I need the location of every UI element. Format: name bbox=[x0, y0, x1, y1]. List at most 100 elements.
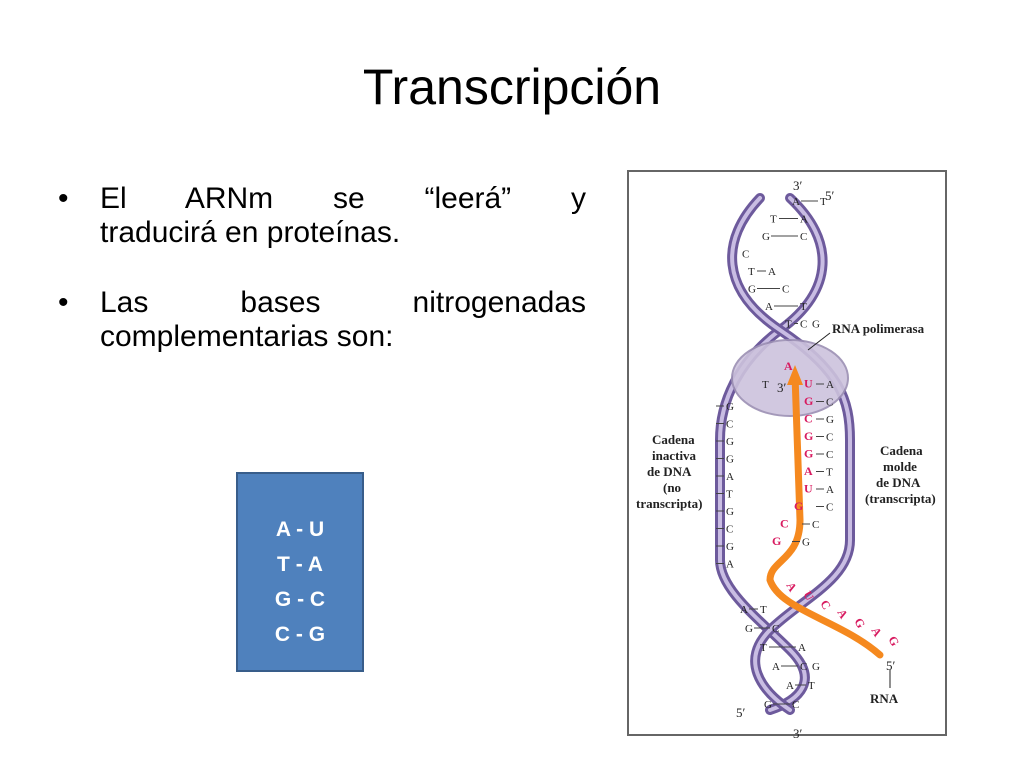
top-3prime-label: 3′ bbox=[793, 178, 803, 193]
rna-base-letter: G bbox=[885, 634, 902, 649]
rna-3prime-label: 3′ bbox=[777, 380, 787, 395]
base-letter: C bbox=[792, 699, 799, 711]
base-letter: A bbox=[798, 642, 806, 654]
base-letter: A bbox=[792, 196, 800, 208]
base-letter: G bbox=[826, 414, 834, 426]
bullet-text-line: complementarias son: bbox=[100, 320, 394, 353]
dna-strand-b-highlight bbox=[730, 196, 852, 712]
base-letter: A bbox=[726, 559, 734, 571]
bullet-item: • Las bases nitrogenadas complementarias… bbox=[58, 286, 586, 354]
rna-label: RNA bbox=[870, 691, 899, 706]
rna-base-letter: A bbox=[783, 580, 800, 595]
rna-base-letter: G bbox=[851, 616, 868, 631]
inactive-strand-label-line: Cadena bbox=[652, 432, 695, 447]
inactive-strand-label-line: (no bbox=[663, 480, 681, 495]
bullet-dot-icon: • bbox=[58, 286, 69, 319]
inactive-strand-label-line: inactiva bbox=[652, 448, 697, 463]
base-letter: A bbox=[826, 484, 834, 496]
rna-base-letter: C bbox=[780, 517, 789, 531]
base-letter: A bbox=[826, 379, 834, 391]
rna-base-letter: C bbox=[817, 598, 833, 613]
inactive-strand-label-line: transcripta) bbox=[636, 496, 702, 511]
base-letter: T bbox=[760, 642, 767, 654]
base-letter: G bbox=[762, 231, 770, 243]
base-pair: G - C bbox=[274, 588, 326, 611]
slide-title: Transcripción bbox=[362, 59, 662, 115]
base-letter: T bbox=[826, 467, 833, 479]
rna-base-letter: C bbox=[804, 412, 813, 426]
base-letter: T bbox=[748, 266, 755, 278]
dna-strand-a-highlight bbox=[718, 196, 825, 712]
base-letter: C bbox=[726, 524, 733, 536]
bullet-dot-icon: • bbox=[58, 182, 69, 215]
top-5prime-label: 5′ bbox=[825, 188, 835, 203]
base-letter: C bbox=[800, 319, 807, 331]
base-pair: T - A bbox=[277, 553, 323, 576]
rna-arrowhead bbox=[787, 365, 803, 385]
rna-base-letter: A bbox=[868, 625, 885, 640]
base-letter: T bbox=[785, 319, 792, 331]
base-pair: A - U bbox=[275, 518, 325, 541]
rna-base-letter: U bbox=[804, 377, 813, 391]
base-letter: A bbox=[768, 266, 776, 278]
template-strand-label-line: molde bbox=[883, 459, 917, 474]
base-letter: A bbox=[765, 301, 773, 313]
rna-base-letter: G bbox=[772, 534, 781, 548]
base-letter: G bbox=[748, 284, 756, 296]
base-letter: G bbox=[745, 623, 753, 635]
rna-polymerase-label: RNA polimerasa bbox=[832, 321, 925, 336]
base-letter: T bbox=[762, 379, 769, 391]
base-letter: T bbox=[760, 604, 767, 616]
template-strand-label-line: (transcripta) bbox=[865, 491, 936, 506]
base-letter: G bbox=[726, 506, 734, 518]
base-pair: C - G bbox=[274, 623, 326, 646]
rna-base-letter: G bbox=[804, 447, 813, 461]
base-letter: G bbox=[726, 454, 734, 466]
base-letter: C bbox=[826, 432, 833, 444]
base-letter: C bbox=[772, 623, 779, 635]
base-letter: A bbox=[740, 604, 748, 616]
rna-base-letter: A bbox=[804, 464, 813, 478]
inactive-strand-label-line: de DNA bbox=[647, 464, 692, 479]
base-letter: T bbox=[820, 196, 827, 208]
base-letter: C bbox=[782, 284, 789, 296]
base-letter: G bbox=[764, 699, 772, 711]
base-letter: C bbox=[742, 249, 749, 261]
base-letter: A bbox=[800, 214, 808, 226]
base-letter: T bbox=[770, 214, 777, 226]
base-letter: C bbox=[826, 502, 833, 514]
base-letter: C bbox=[826, 397, 833, 409]
base-letter: T bbox=[800, 301, 807, 313]
base-letter: G bbox=[802, 537, 810, 549]
bullet-list: • El ARNm se “leerá” y traducirá en prot… bbox=[58, 182, 586, 390]
base-letter: G bbox=[726, 436, 734, 448]
rna-5prime-label: 5′ bbox=[886, 658, 896, 673]
base-letter: G bbox=[812, 661, 820, 673]
rna-base-letter: U bbox=[804, 482, 813, 496]
base-letter: C bbox=[726, 419, 733, 431]
base-letter: G bbox=[726, 401, 734, 413]
base-letter: G bbox=[726, 541, 734, 553]
base-pairs-box: A - U T - A G - C C - G bbox=[236, 472, 364, 672]
rna-base-letter: G bbox=[804, 429, 813, 443]
bullet-text-line: El ARNm se “leerá” y bbox=[100, 182, 586, 215]
bottom-3prime-label: 3′ bbox=[793, 726, 803, 741]
bottom-5prime-label: 5′ bbox=[736, 705, 746, 720]
base-letter: A bbox=[772, 661, 780, 673]
rna-base-letter: G bbox=[804, 394, 813, 408]
rna-base-letter: G bbox=[794, 499, 803, 513]
base-letter: C bbox=[800, 231, 807, 243]
bullet-text-line: traducirá en proteínas. bbox=[100, 216, 401, 249]
polymerase-pointer bbox=[807, 332, 831, 351]
base-letter: A bbox=[786, 680, 794, 692]
base-letter: G bbox=[812, 319, 820, 331]
base-letter: C bbox=[812, 519, 819, 531]
bullet-item: • El ARNm se “leerá” y traducirá en prot… bbox=[58, 182, 586, 250]
template-strand-label-line: Cadena bbox=[880, 443, 923, 458]
base-letter: T bbox=[726, 489, 733, 501]
base-letter: A bbox=[726, 471, 734, 483]
template-strand-label-line: de DNA bbox=[876, 475, 921, 490]
rna-transcript bbox=[766, 371, 884, 659]
base-letter: C bbox=[826, 449, 833, 461]
